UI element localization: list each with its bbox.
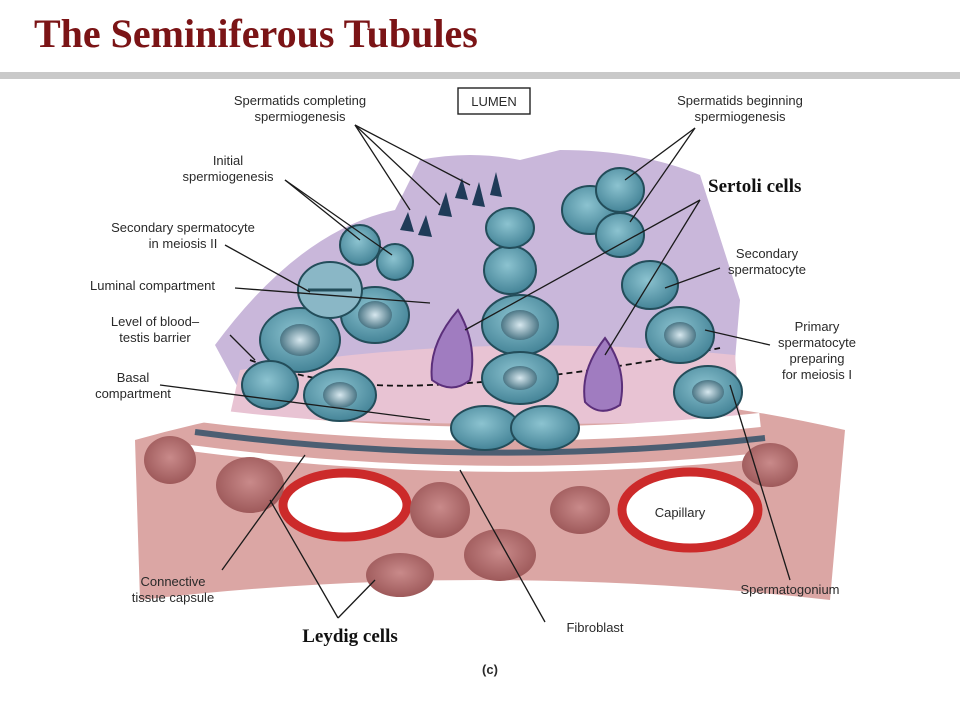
secondary-spermatocyte-meiosis-label-1: Secondary spermatocyte bbox=[111, 220, 255, 235]
lumen-label-box bbox=[457, 87, 531, 115]
capillary-label: Capillary bbox=[655, 505, 706, 520]
sertoli-cells-label: Sertoli cells bbox=[708, 176, 801, 197]
blood-testis-barrier-line bbox=[249, 347, 721, 387]
lumen-label: LUMEN bbox=[471, 94, 517, 109]
secondary-spermatocyte-label-1: Secondary bbox=[736, 246, 799, 261]
primary-spermatocyte-label-3: preparing bbox=[790, 351, 845, 366]
membrane-outer bbox=[189, 445, 771, 472]
capillaries bbox=[278, 467, 763, 553]
page-title: The Seminiferous Tubules bbox=[34, 11, 478, 56]
leydig-cells bbox=[144, 436, 798, 597]
myoid-layer bbox=[194, 429, 766, 456]
primary-spermatocyte-label-4: for meiosis I bbox=[782, 367, 852, 382]
initial-spermiogenesis-label-1: Initial bbox=[213, 153, 243, 168]
secondary-spermatocyte-meiosis-label-2: in meiosis II bbox=[149, 236, 218, 251]
initial-spermiogenesis-label-2: spermiogenesis bbox=[182, 169, 274, 184]
secondary-spermatocyte-label-2: spermatocyte bbox=[728, 262, 806, 277]
primary-spermatocyte-label-2: spermatocyte bbox=[778, 335, 856, 350]
primary-spermatocyte-label-1: Primary bbox=[795, 319, 840, 334]
spermatids-beginning-label-1: Spermatids beginning bbox=[677, 93, 803, 108]
connective-tissue-label-1: Connective bbox=[140, 574, 205, 589]
basal-compartment-label-2: compartment bbox=[95, 386, 171, 401]
spermatids bbox=[400, 172, 502, 237]
spermatids-completing-label-1: Spermatids completing bbox=[234, 93, 366, 108]
panel-label: (c) bbox=[482, 662, 498, 677]
blood-testis-barrier-label-1: Level of blood– bbox=[111, 314, 200, 329]
leader-lines bbox=[159, 124, 791, 623]
sertoli-cells bbox=[430, 308, 624, 412]
spermatids-completing-label-2: spermiogenesis bbox=[254, 109, 346, 124]
title-divider bbox=[0, 72, 960, 79]
germ-cells bbox=[241, 167, 743, 451]
blood-testis-barrier-label-2: testis barrier bbox=[119, 330, 191, 345]
leydig-cells-label: Leydig cells bbox=[302, 626, 398, 647]
basal-compartment-label-1: Basal bbox=[117, 370, 150, 385]
spermatogonium-label: Spermatogonium bbox=[741, 582, 840, 597]
spermatids-beginning-label-2: spermiogenesis bbox=[694, 109, 786, 124]
connective-tissue-label-2: tissue capsule bbox=[132, 590, 214, 605]
luminal-compartment-label: Luminal compartment bbox=[90, 278, 215, 293]
fibroblast-label: Fibroblast bbox=[566, 620, 623, 635]
